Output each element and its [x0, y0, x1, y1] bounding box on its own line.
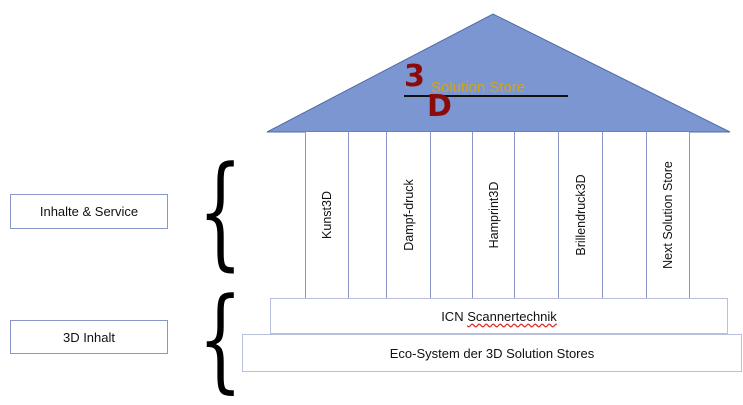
brace-lower: { — [198, 273, 243, 405]
column-label: Kunst3D — [320, 191, 334, 239]
column-empty — [348, 132, 387, 298]
column-kunst3d: Kunst3D — [305, 132, 349, 298]
tier-label-word: Scannertechnik — [467, 308, 557, 324]
tier-eco-system: Eco-System der 3D Solution Stores — [242, 334, 742, 372]
brace-upper: { — [198, 139, 243, 283]
column-label: Hamprint3D — [486, 181, 501, 249]
column-brillendruck3d: Brillendruck3D — [558, 132, 603, 298]
label-inhalte-service: Inhalte & Service — [10, 194, 168, 229]
roof-triangle — [266, 13, 731, 133]
label-3d-inhalt: 3D Inhalt — [10, 320, 168, 354]
logo-name: Solution Store — [431, 79, 526, 96]
tier-label: Eco-System der 3D Solution Stores — [389, 345, 595, 361]
column-label: Brillendruck3D — [573, 174, 588, 256]
tier-scannertechnik: ICN Scannertechnik — [270, 298, 728, 334]
column-dampf-druck: Dampf-druck — [386, 132, 431, 298]
column-label: Next Solution Store — [661, 161, 675, 269]
column-next-solution-store: Next Solution Store — [646, 132, 690, 298]
tier-label: ICN Scannertechnik — [441, 308, 557, 324]
column-hamprint3d: Hamprint3D — [472, 132, 515, 298]
column-empty — [514, 132, 559, 298]
logo-underline — [404, 95, 568, 97]
column-empty — [430, 132, 473, 298]
column-empty — [602, 132, 647, 298]
column-label: Dampf-druck — [401, 179, 416, 251]
logo-letter: D — [427, 89, 452, 124]
logo-digit: 3 — [404, 59, 425, 94]
solution-store-diagram: 3 Solution Store D Kunst3D Dampf-druck H… — [10, 13, 742, 405]
